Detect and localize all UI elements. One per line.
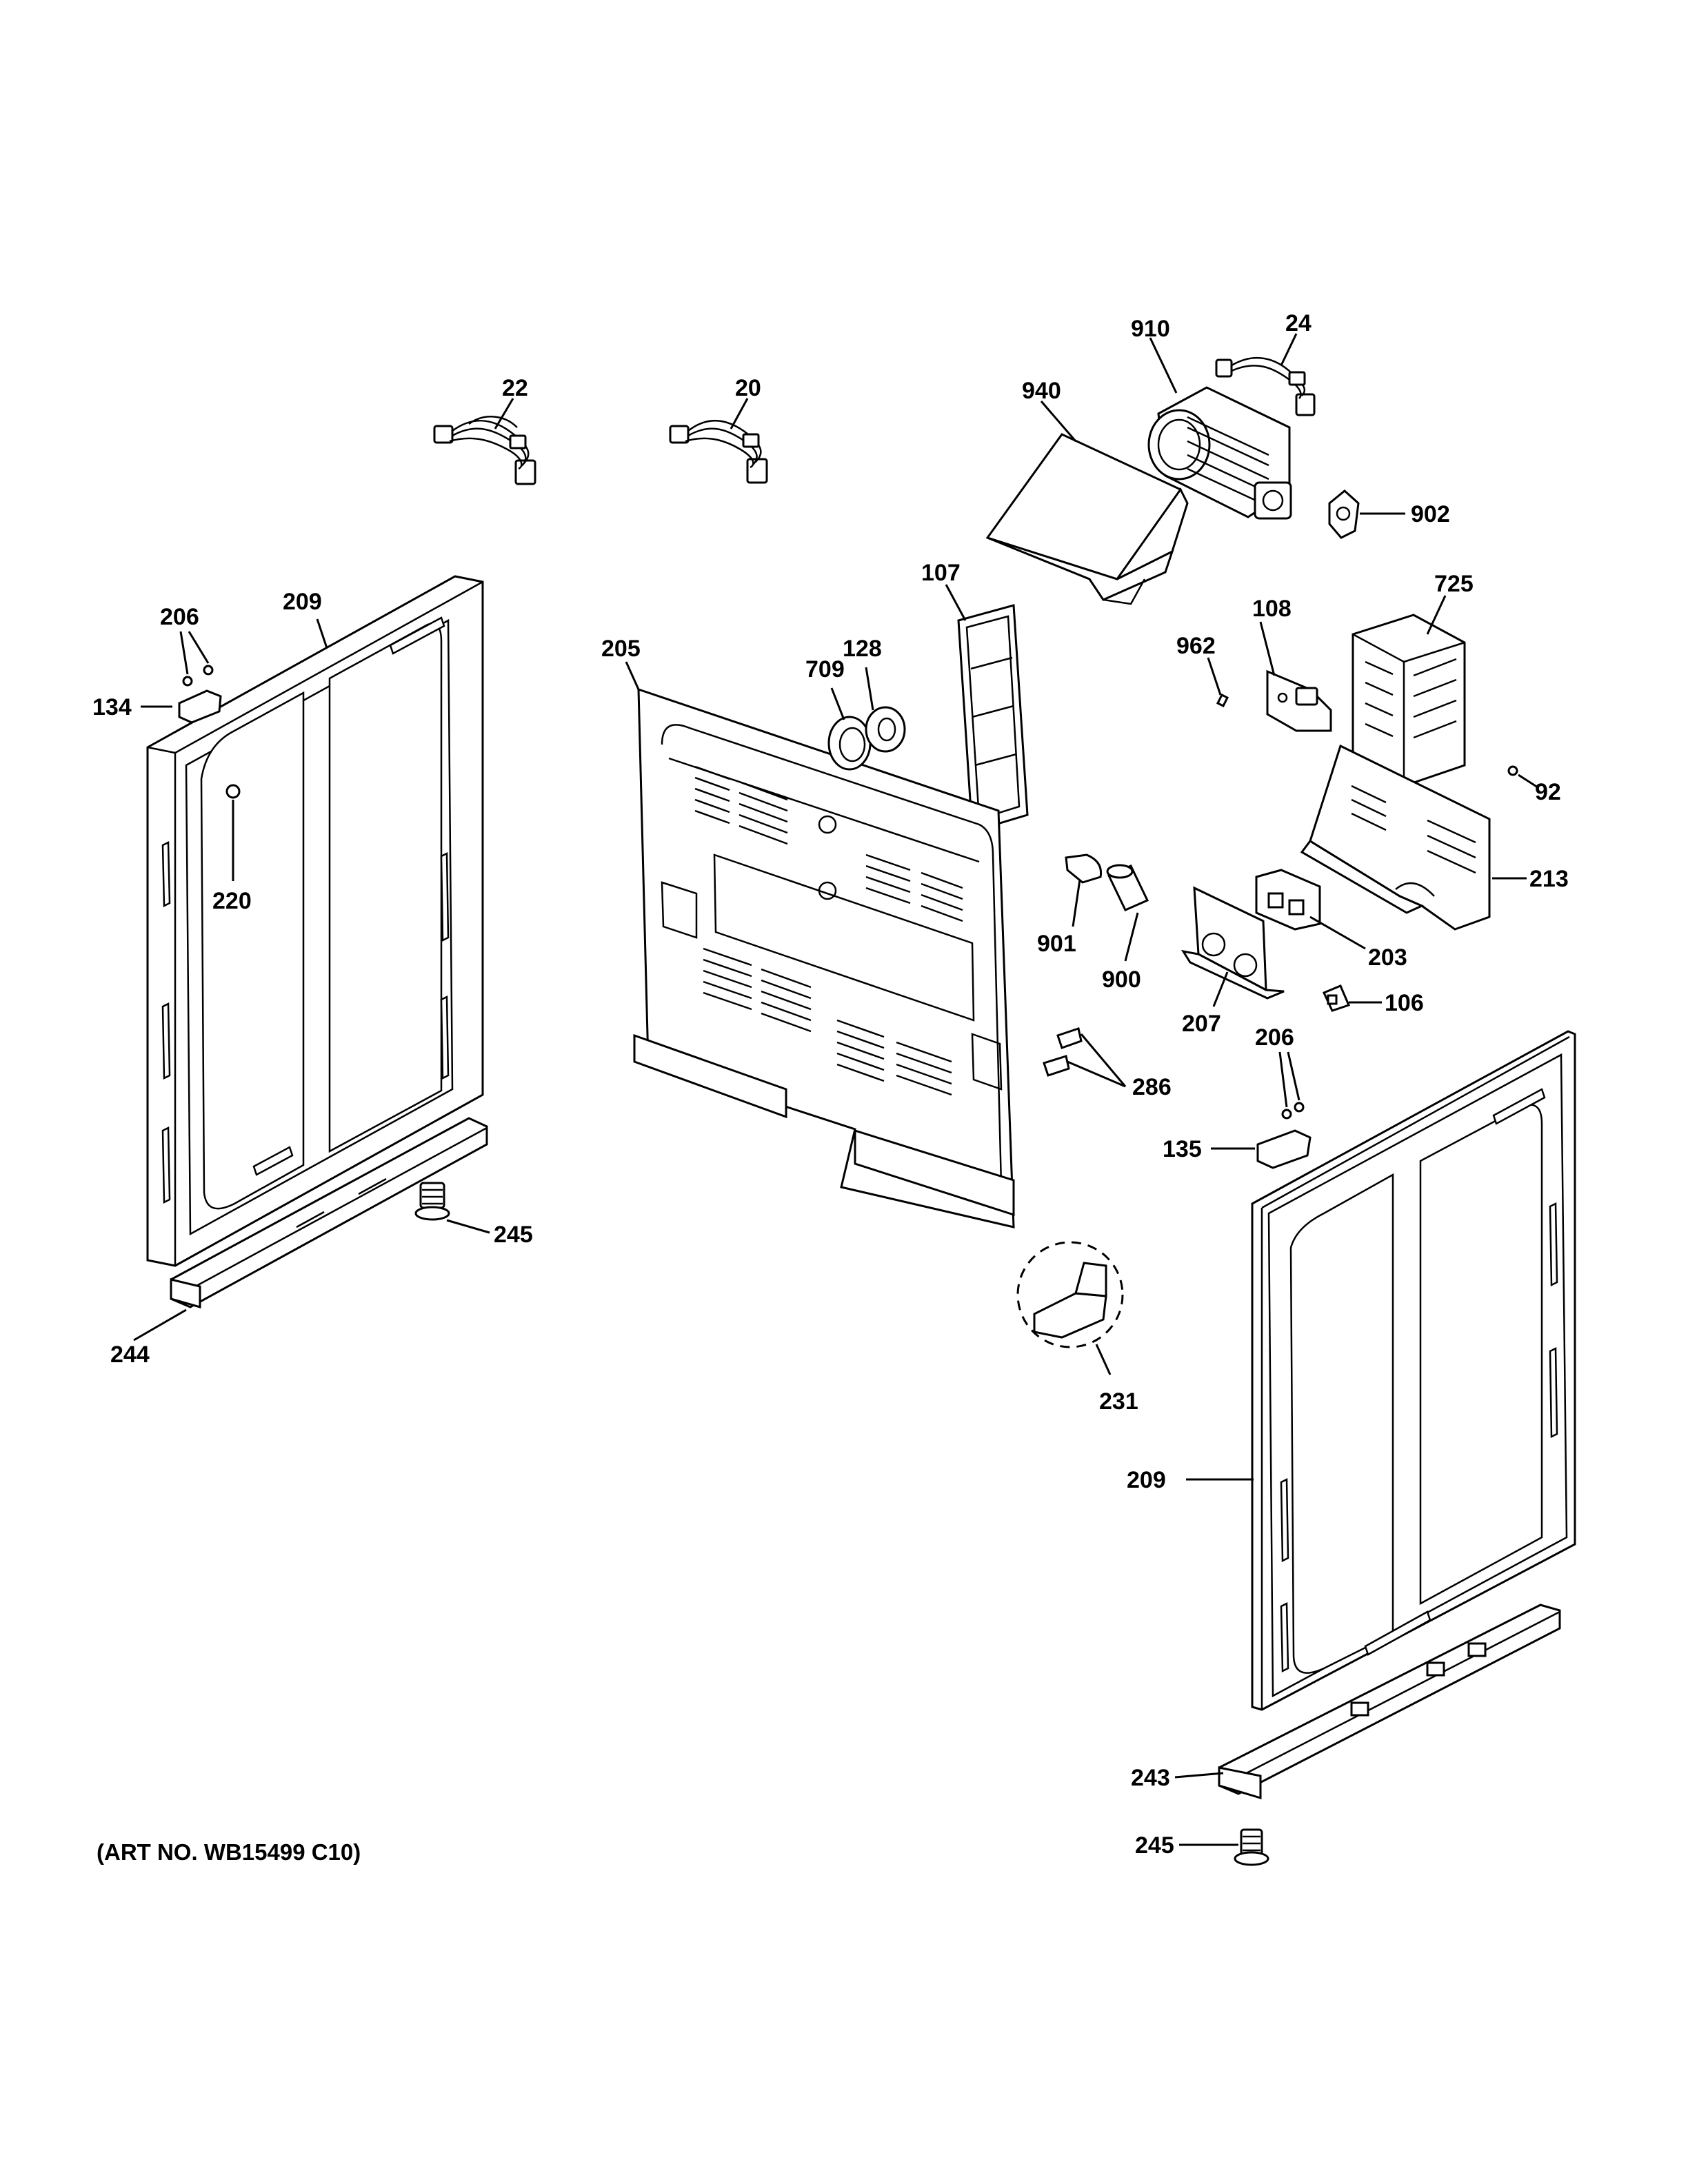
side-panel-209-left xyxy=(146,575,484,1267)
switch-106 xyxy=(1322,984,1351,1012)
callout-244: 244 xyxy=(110,1342,150,1368)
shield-213 xyxy=(1300,744,1491,931)
screw-92 xyxy=(1507,765,1518,776)
control-board-107 xyxy=(957,604,1029,833)
callout-245-right: 245 xyxy=(1135,1832,1174,1859)
gasket-709 xyxy=(827,716,872,771)
leveling-leg-245-left xyxy=(414,1182,450,1221)
callout-243: 243 xyxy=(1131,1765,1170,1791)
callout-206-left: 206 xyxy=(160,604,199,630)
callout-106: 106 xyxy=(1385,990,1424,1016)
relay-block-203 xyxy=(1255,869,1321,931)
callout-231: 231 xyxy=(1099,1388,1138,1415)
box-725 xyxy=(1352,614,1466,787)
clip-134 xyxy=(178,689,222,724)
callout-108: 108 xyxy=(1252,596,1292,622)
callout-209-right: 209 xyxy=(1127,1467,1166,1493)
duct-940 xyxy=(985,433,1189,605)
callout-207: 207 xyxy=(1182,1011,1221,1037)
board-108 xyxy=(1266,669,1332,732)
wire-harness-22 xyxy=(433,416,536,485)
detail-circle-231 xyxy=(1016,1241,1124,1348)
art-number: (ART NO. WB15499 C10) xyxy=(97,1839,361,1865)
callout-209-left: 209 xyxy=(283,589,322,615)
callout-901: 901 xyxy=(1037,931,1076,957)
clip-135 xyxy=(1256,1129,1312,1169)
side-panel-209-right xyxy=(1251,1030,1576,1711)
screw-962 xyxy=(1216,693,1229,708)
callout-206-right: 206 xyxy=(1255,1024,1294,1051)
callout-709: 709 xyxy=(805,656,845,682)
bracket-902 xyxy=(1328,489,1360,539)
wire-harness-20 xyxy=(669,420,768,484)
callout-24: 24 xyxy=(1285,310,1312,336)
callout-725: 725 xyxy=(1434,571,1474,597)
bracket-207 xyxy=(1180,886,1285,1000)
callout-205: 205 xyxy=(601,636,641,662)
callout-92: 92 xyxy=(1535,779,1561,805)
ring-128 xyxy=(865,706,906,753)
callout-245-left: 245 xyxy=(494,1222,533,1248)
callout-910: 910 xyxy=(1131,316,1170,342)
base-rail-244 xyxy=(170,1117,488,1308)
callout-902: 902 xyxy=(1411,501,1450,527)
callout-107: 107 xyxy=(921,560,961,586)
callout-20: 20 xyxy=(735,375,761,401)
callout-213: 213 xyxy=(1529,866,1569,892)
back-panel-205 xyxy=(633,687,1015,1228)
callout-135: 135 xyxy=(1163,1136,1202,1162)
callout-22: 22 xyxy=(502,375,528,401)
callout-900: 900 xyxy=(1102,967,1141,993)
pin-220 xyxy=(225,784,241,799)
capacitor-900 xyxy=(1106,864,1149,911)
wire-harness-24 xyxy=(1215,356,1316,416)
callout-220: 220 xyxy=(212,888,252,914)
callout-134: 134 xyxy=(92,694,132,720)
screws-206-left xyxy=(182,665,214,687)
base-rail-243 xyxy=(1218,1604,1561,1800)
callout-128: 128 xyxy=(843,636,882,662)
callout-203: 203 xyxy=(1368,944,1407,971)
callout-940: 940 xyxy=(1022,378,1061,404)
screws-206-right xyxy=(1281,1102,1305,1120)
callout-962: 962 xyxy=(1176,633,1216,659)
callout-286: 286 xyxy=(1132,1074,1172,1100)
clamp-901 xyxy=(1065,853,1103,884)
leveling-leg-245-right xyxy=(1234,1828,1269,1866)
blower-910 xyxy=(1147,386,1292,520)
clips-286 xyxy=(1043,1027,1083,1077)
louver-grid-upper xyxy=(694,765,963,922)
louver-grid-lower xyxy=(703,947,952,1096)
